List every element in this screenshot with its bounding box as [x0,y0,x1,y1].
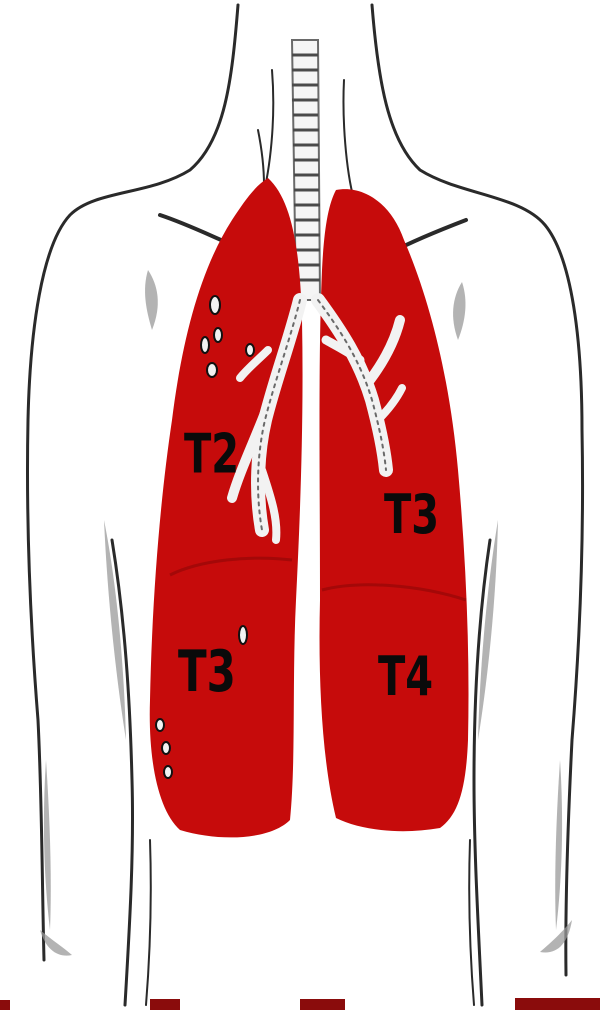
label-upper-right: T3 [384,484,439,547]
body-shading [40,270,572,956]
right-waist-line [469,840,474,1005]
shading-left-forearm [44,760,51,930]
edge-bar-3 [300,999,345,1010]
label-upper-left: T2 [184,424,239,487]
left-waist-line [146,840,151,1005]
shading-right-shoulder [453,282,465,340]
edge-bar-1 [0,1000,10,1010]
left-lung [150,178,303,837]
shading-right-forearm [555,760,562,930]
neck-line-left-2 [258,130,264,185]
edge-bar-2 [150,999,180,1010]
bottom-edge-bars [0,998,600,1010]
neck-line-right [343,80,354,200]
edge-bar-4 [515,998,600,1010]
shading-left-shoulder [145,270,158,330]
label-lower-right: T4 [378,646,433,709]
left-lung-shape [150,178,303,837]
label-lower-left: T3 [178,639,236,705]
